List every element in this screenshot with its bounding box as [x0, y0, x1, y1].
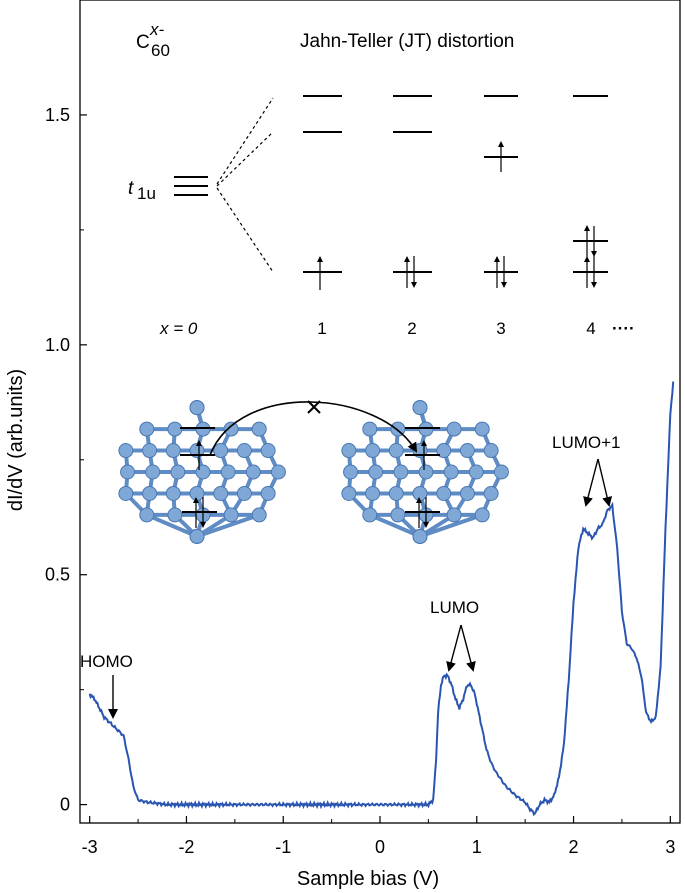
- lumo-arrow-right: [460, 624, 476, 672]
- electron-count-1: 1: [317, 319, 326, 338]
- hopping-diagram: [180, 400, 440, 528]
- y-tick-label: 0: [60, 795, 70, 815]
- electron-count-2: 2: [407, 319, 416, 338]
- x-tick-label: -1: [275, 837, 291, 857]
- x-axis-label: Sample bias (V): [297, 868, 439, 890]
- x-tick-label: 0: [375, 837, 385, 857]
- y-tick-label: 0.5: [45, 565, 70, 585]
- splitting-dash-3: [216, 187, 274, 273]
- x-tick-label: 3: [665, 837, 675, 857]
- molecule-label: C: [136, 32, 150, 53]
- fullerene-molecule-right: [341, 400, 509, 544]
- homo-label: HOMO: [80, 652, 133, 671]
- lumo-arrow-left: [446, 624, 462, 672]
- hopping-arrow: [209, 401, 418, 456]
- molecule-subscript: 60: [151, 41, 170, 60]
- forbidden-mark-icon: [307, 400, 321, 414]
- x-tick-label: -3: [82, 837, 98, 857]
- plot-frame: [79, 0, 681, 824]
- x-tick-label: -2: [178, 837, 194, 857]
- level-column-3: [484, 95, 518, 288]
- splitting-dash-2: [216, 131, 274, 187]
- level-column-1: [303, 95, 342, 290]
- x-tick-label: 2: [569, 837, 579, 857]
- y-axis-label: dI/dV (arb.units): [5, 369, 27, 511]
- splitting-dash-1: [216, 97, 274, 185]
- electron-count-3: 3: [496, 319, 505, 338]
- molecule-superscript: x-: [149, 20, 165, 39]
- electron-count-4: 4: [586, 319, 595, 338]
- orbital-label: t: [128, 178, 134, 199]
- y-axis-ticks: 0 0.5 1.0 1.5: [45, 105, 87, 815]
- level-column-4: [573, 95, 608, 288]
- ellipsis: ····: [612, 319, 635, 338]
- lumo-plus-1-arrow-right: [597, 458, 613, 507]
- x-axis-ticks: -3 -2 -1 0 1 2 3: [82, 816, 675, 857]
- electron-count-zero: x = 0: [159, 319, 198, 338]
- lumo-label: LUMO: [430, 598, 479, 617]
- fullerene-molecule-left: [118, 400, 286, 544]
- y-tick-label: 1.5: [45, 105, 70, 125]
- level-column-2: [393, 95, 432, 288]
- inset-title: Jahn-Teller (JT) distortion: [300, 31, 514, 52]
- x-tick-label: 1: [472, 837, 482, 857]
- y-tick-label: 1.0: [45, 335, 70, 355]
- didv-spectrum-line: [88, 381, 675, 817]
- lumo-plus-1-label: LUMO+1: [552, 433, 621, 452]
- orbital-label-subscript: 1u: [137, 184, 156, 203]
- lumo-plus-1-arrow-left: [583, 458, 599, 507]
- inset-orbital-diagram: C x- 60 Jahn-Teller (JT) distortion t 1u: [128, 20, 635, 338]
